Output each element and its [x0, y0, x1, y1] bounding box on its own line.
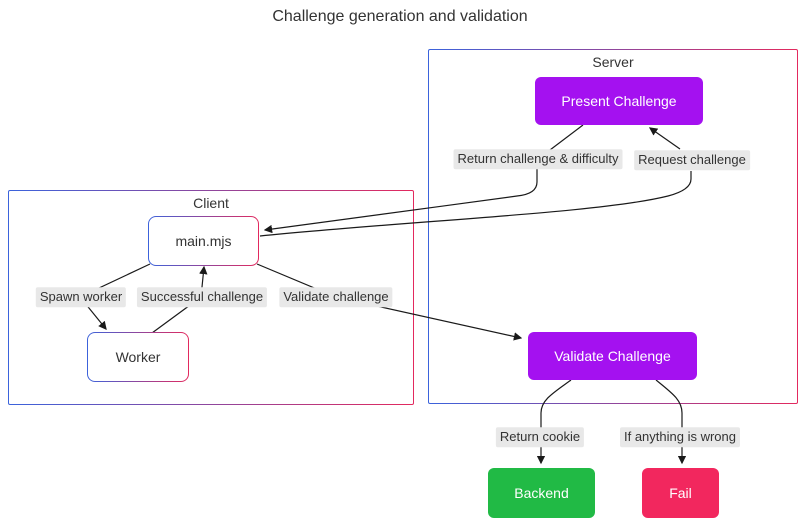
edge-label-return-challenge: Return challenge & difficulty — [453, 149, 623, 169]
node-fail: Fail — [642, 468, 719, 518]
node-worker: Worker — [87, 332, 189, 382]
node-validate-challenge: Validate Challenge — [528, 332, 697, 380]
edge-if-anything-wrong — [655, 379, 687, 465]
edge-label-spawn-worker: Spawn worker — [35, 287, 127, 307]
node-backend: Backend — [488, 468, 595, 518]
edge-return-challenge-upper — [545, 124, 584, 154]
edge-return-challenge-lower — [263, 169, 538, 234]
server-group-label: Server — [592, 54, 634, 70]
edge-request-challenge-upper — [648, 127, 681, 150]
diagram-title: Challenge generation and validation — [272, 8, 528, 25]
edge-label-successful-challenge: Successful challenge — [136, 287, 268, 307]
edge-request-challenge-lower — [259, 171, 692, 237]
edge-return-cookie — [536, 379, 572, 465]
edge-label-validate-challenge: Validate challenge — [279, 287, 393, 307]
edge-label-if-anything-wrong: If anything is wrong — [619, 427, 741, 447]
edge-label-request-challenge: Request challenge — [634, 150, 750, 170]
edge-label-return-cookie: Return cookie — [495, 427, 585, 447]
node-main-mjs: main.mjs — [148, 216, 259, 266]
node-present-challenge: Present Challenge — [535, 77, 703, 125]
client-group-label: Client — [193, 195, 229, 211]
